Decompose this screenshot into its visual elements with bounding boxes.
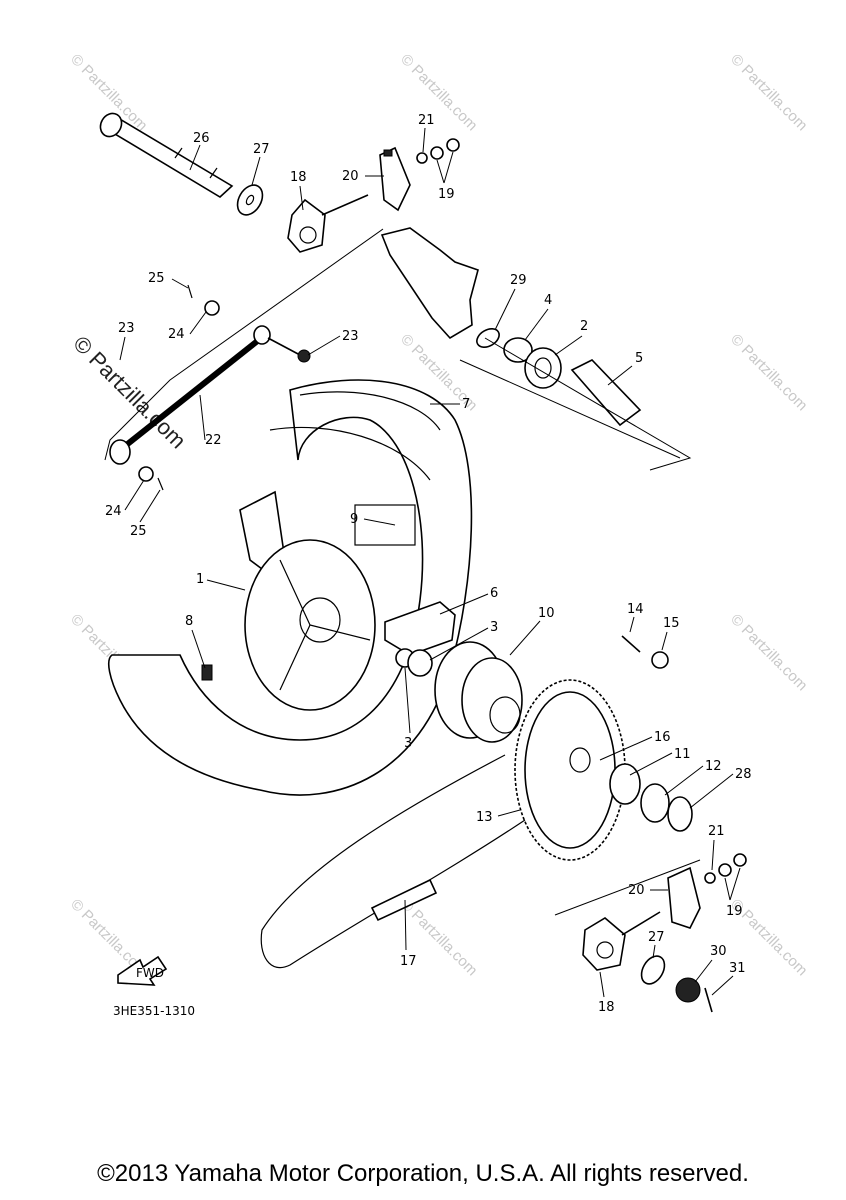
chain-adjuster-top [287,194,369,253]
callout-27: 27 [253,142,270,157]
watermark: © Partzilla.com [727,611,810,694]
axle-nut [675,977,701,1003]
callout-9: 9 [350,512,358,527]
forward-arrow-icon: FWD [117,955,168,986]
nut-bottom [733,853,747,867]
callout-26: 26 [193,131,210,146]
chain-link [370,878,438,922]
callout-21: 21 [708,824,725,839]
nut-bottom [718,863,732,877]
callout-20: 20 [628,883,645,898]
callout-6: 6 [490,586,498,601]
copyright-notice: ©2013 Yamaha Motor Corporation, U.S.A. A… [97,1160,749,1187]
tube [354,504,416,546]
watermark-dark: © Partzilla.com [68,331,191,454]
washer-bottom [640,955,666,985]
adjuster-cover-top [379,146,411,212]
collar [667,796,693,832]
fwd-label: FWD [136,966,164,980]
nut-top [416,152,428,164]
callout-12: 12 [705,759,722,774]
caliper-bracket [380,227,479,340]
callout-8: 8 [185,614,193,629]
callout-28: 28 [735,767,752,782]
nut-top [430,146,444,160]
bearing [609,763,641,805]
callout-14: 14 [627,602,644,617]
callout-5: 5 [635,351,643,366]
callout-25: 25 [148,271,165,286]
callout-22: 22 [205,433,222,448]
cotter-pin [157,477,164,491]
callout-16: 16 [654,730,671,745]
oil-seal [640,783,670,823]
callout-24: 24 [105,504,122,519]
axle-spacer [570,359,642,427]
callout-17: 17 [400,954,417,969]
diagram-code: 3HE351-1310 [113,1004,195,1018]
callout-4: 4 [544,293,552,308]
clutch-hub [434,641,523,743]
callout-7: 7 [462,397,470,412]
callout-1: 1 [196,572,204,587]
callout-23: 23 [118,321,135,336]
callout-30: 30 [710,944,727,959]
callout-21: 21 [418,113,435,128]
nut [651,651,669,669]
callout-11: 11 [674,747,691,762]
callout-24: 24 [168,327,185,342]
callout-labels: 26 27 21 20 19 18 29 4 2 5 25 24 23 23 7… [105,113,752,1018]
callout-10: 10 [538,606,555,621]
callout-18: 18 [290,170,307,185]
rear-axle [99,112,234,198]
rear-wheel [239,490,376,711]
watermark: © Partzilla.com [397,51,480,134]
callout-19: 19 [726,904,743,919]
cotter-pin [704,987,713,1013]
callout-29: 29 [510,273,527,288]
watermark: © Partzilla.com [727,51,810,134]
callout-3: 3 [490,620,498,635]
nut [204,300,220,316]
callout-31: 31 [729,961,746,976]
rear-sprocket [514,679,626,861]
collar [476,328,500,348]
callout-23: 23 [342,329,359,344]
nut [138,466,154,482]
callout-13: 13 [476,810,493,825]
cotter-pin [187,284,193,299]
nut-bottom [704,872,716,884]
bearing [407,649,433,677]
callout-leaders [119,127,741,998]
valve [201,664,213,681]
adjuster-cover-bottom [667,866,701,929]
callout-27: 27 [648,930,665,945]
callout-18: 18 [598,1000,615,1015]
callout-15: 15 [663,616,680,631]
oil-seal [503,337,533,363]
nut-top [446,138,460,152]
damper [384,601,456,656]
watermark: © Partzilla.com [727,331,810,414]
bearing [524,347,562,389]
bolt-head [297,349,311,363]
washer-top [236,184,264,216]
chain-adjuster-bottom [582,911,661,971]
callout-3: 3 [404,736,412,751]
callout-20: 20 [342,169,359,184]
stud-bolt [621,635,641,653]
callout-19: 19 [438,187,455,202]
torque-rod [109,325,301,465]
callout-25: 25 [130,524,147,539]
callout-2: 2 [580,319,588,334]
rear-tire [108,379,473,796]
